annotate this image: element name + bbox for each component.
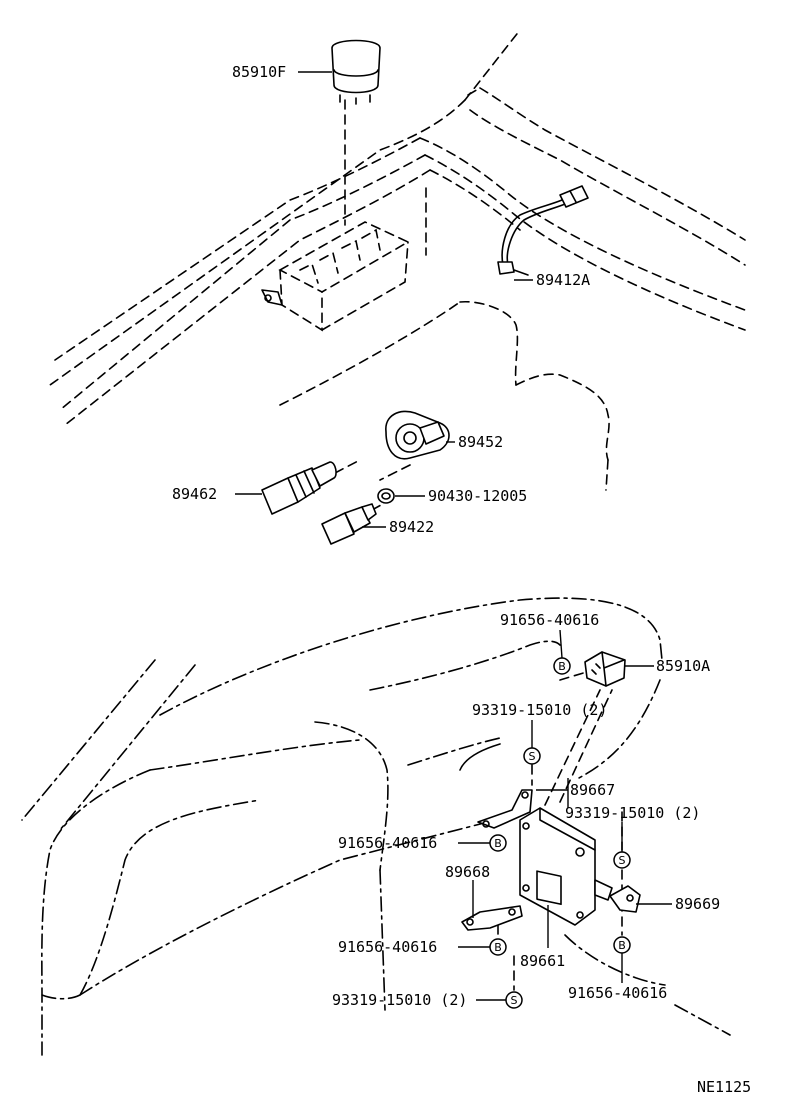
sensor-89462-part — [261, 461, 337, 515]
part-label-93319-15010-bottom: 93319-15010 (2) — [332, 991, 467, 1009]
part-label-93319-15010-right: 93319-15010 (2) — [565, 804, 700, 822]
part-labels: 85910F 89412A 89452 89462 90430-12005 89… — [172, 63, 751, 1096]
part-label-91656-40616-right: 91656-40616 — [568, 984, 667, 1002]
engine-compartment-outline — [49, 29, 746, 511]
relay-85910F-part — [331, 39, 381, 105]
ecu-89661-part — [519, 807, 613, 926]
bracket-89667-part — [477, 789, 533, 829]
sensor-89412A-part — [497, 185, 589, 276]
relay-block-part — [261, 221, 410, 332]
part-label-89452: 89452 — [458, 433, 503, 451]
part-label-89669: 89669 — [675, 895, 720, 913]
sensor-89452-part — [385, 410, 450, 460]
part-label-91656-40616-mid: 91656-40616 — [338, 834, 437, 852]
part-label-91656-40616-low: 91656-40616 — [338, 938, 437, 956]
bracket-89669-part — [609, 885, 641, 913]
part-label-90430-12005: 90430-12005 — [428, 487, 527, 505]
gasket-90430-part — [377, 488, 395, 504]
svg-text:S: S — [619, 854, 626, 867]
svg-text:B: B — [494, 837, 502, 850]
part-label-89661: 89661 — [520, 952, 565, 970]
bolt-badge: B — [613, 936, 631, 954]
svg-text:B: B — [494, 941, 502, 954]
part-label-89422: 89422 — [389, 518, 434, 536]
dashboard-outline — [21, 597, 731, 1056]
screw-badge: S — [523, 747, 541, 765]
part-label-93319-15010-top: 93319-15010 (2) — [472, 701, 607, 719]
part-label-89668: 89668 — [445, 863, 490, 881]
svg-text:B: B — [558, 660, 566, 673]
svg-text:B: B — [618, 939, 626, 952]
part-label-85910F: 85910F — [232, 63, 286, 81]
leader-lines — [235, 71, 672, 1001]
part-label-89462: 89462 — [172, 485, 217, 503]
bolt-badge: B — [489, 938, 507, 956]
sensor-89422-part — [321, 503, 377, 545]
svg-text:S: S — [511, 994, 518, 1007]
svg-text:S: S — [529, 750, 536, 763]
bolt-badge: B — [553, 657, 571, 675]
relay-85910A-part — [584, 651, 626, 687]
part-label-89667: 89667 — [570, 781, 615, 799]
part-label-85910A: 85910A — [656, 657, 710, 675]
part-label-89412A: 89412A — [536, 271, 590, 289]
part-label-91656-40616-top: 91656-40616 — [500, 611, 599, 629]
bolt-badge: B — [489, 834, 507, 852]
figure-code: NE1125 — [697, 1078, 751, 1096]
bracket-89668-part — [461, 905, 523, 931]
screw-badge: S — [613, 851, 631, 869]
screw-badge: S — [505, 991, 523, 1009]
